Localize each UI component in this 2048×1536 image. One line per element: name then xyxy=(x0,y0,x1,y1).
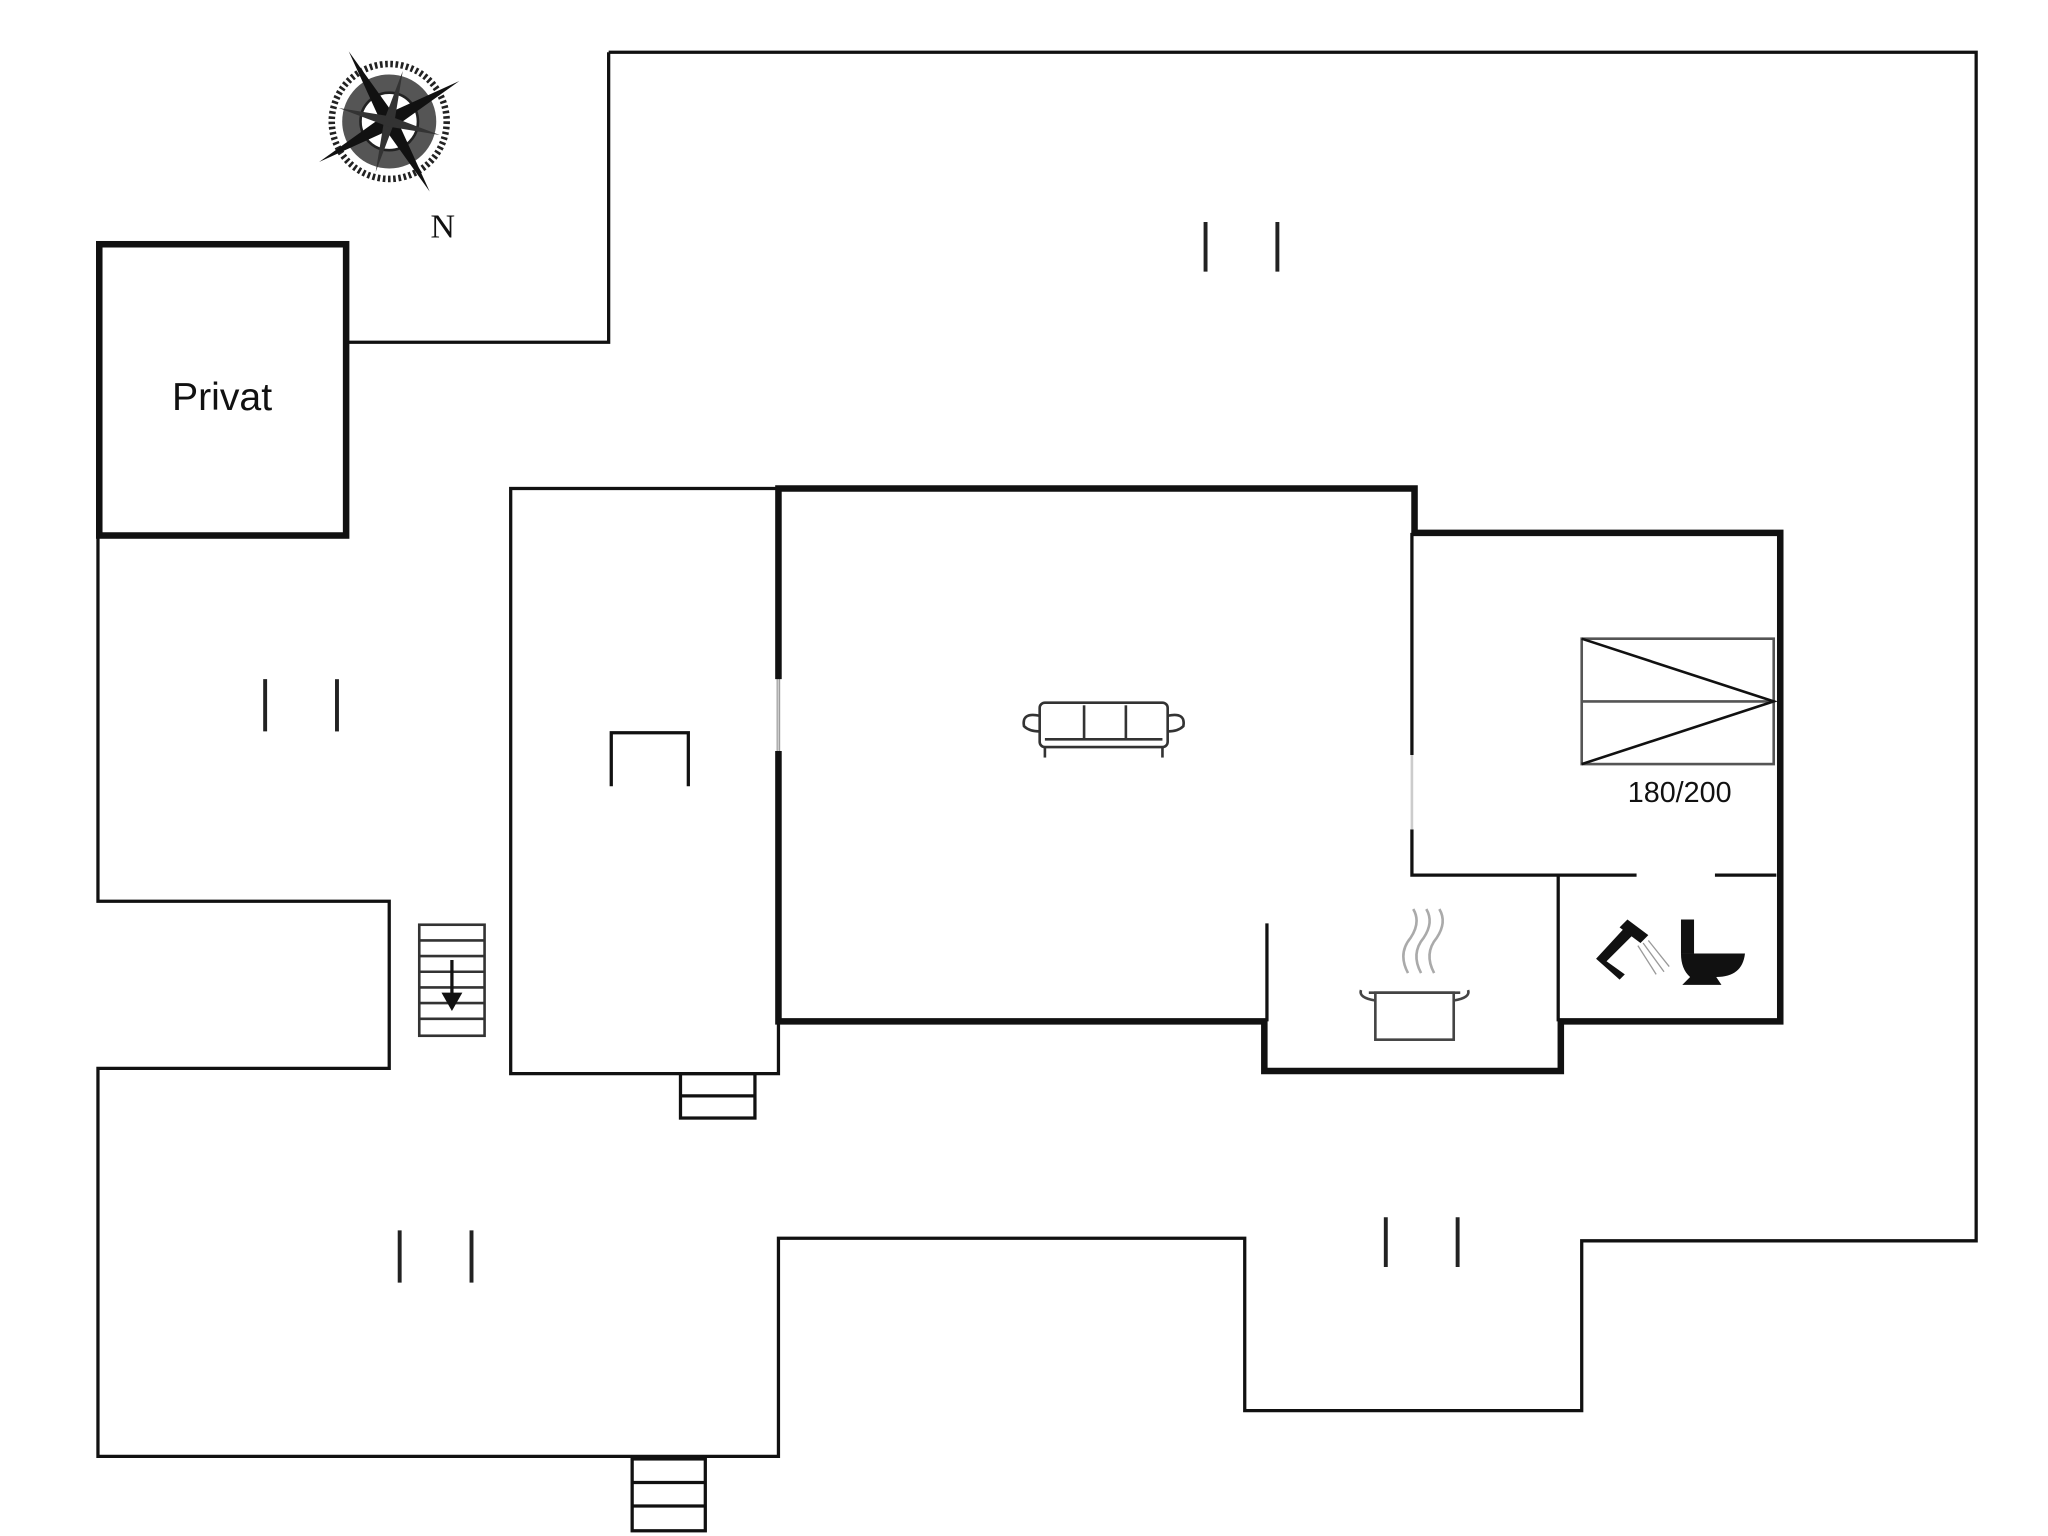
compass-north-label: N xyxy=(431,209,456,246)
cooking-pot-icon xyxy=(1359,908,1470,1041)
sofa-icon xyxy=(1022,701,1185,758)
stairs-down-icon xyxy=(417,923,486,1038)
compass-rose-icon xyxy=(319,51,460,192)
bed-size-label: 180/200 xyxy=(1628,777,1732,809)
shower-icon xyxy=(1596,919,1670,980)
bed-icon xyxy=(1580,637,1778,766)
private-room-label: Privat xyxy=(172,376,272,419)
house-exterior-walls xyxy=(775,485,1784,1075)
terrace-outline xyxy=(96,50,1978,1458)
steps-icon xyxy=(678,1071,757,1120)
bedroom-wall xyxy=(1410,532,1777,877)
terrace-markers xyxy=(263,222,1460,1283)
toilet-icon xyxy=(1680,919,1745,985)
annex-fixture xyxy=(609,731,690,787)
steps-icon xyxy=(630,1457,707,1533)
annex-room xyxy=(509,486,781,1076)
private-room xyxy=(96,240,350,539)
